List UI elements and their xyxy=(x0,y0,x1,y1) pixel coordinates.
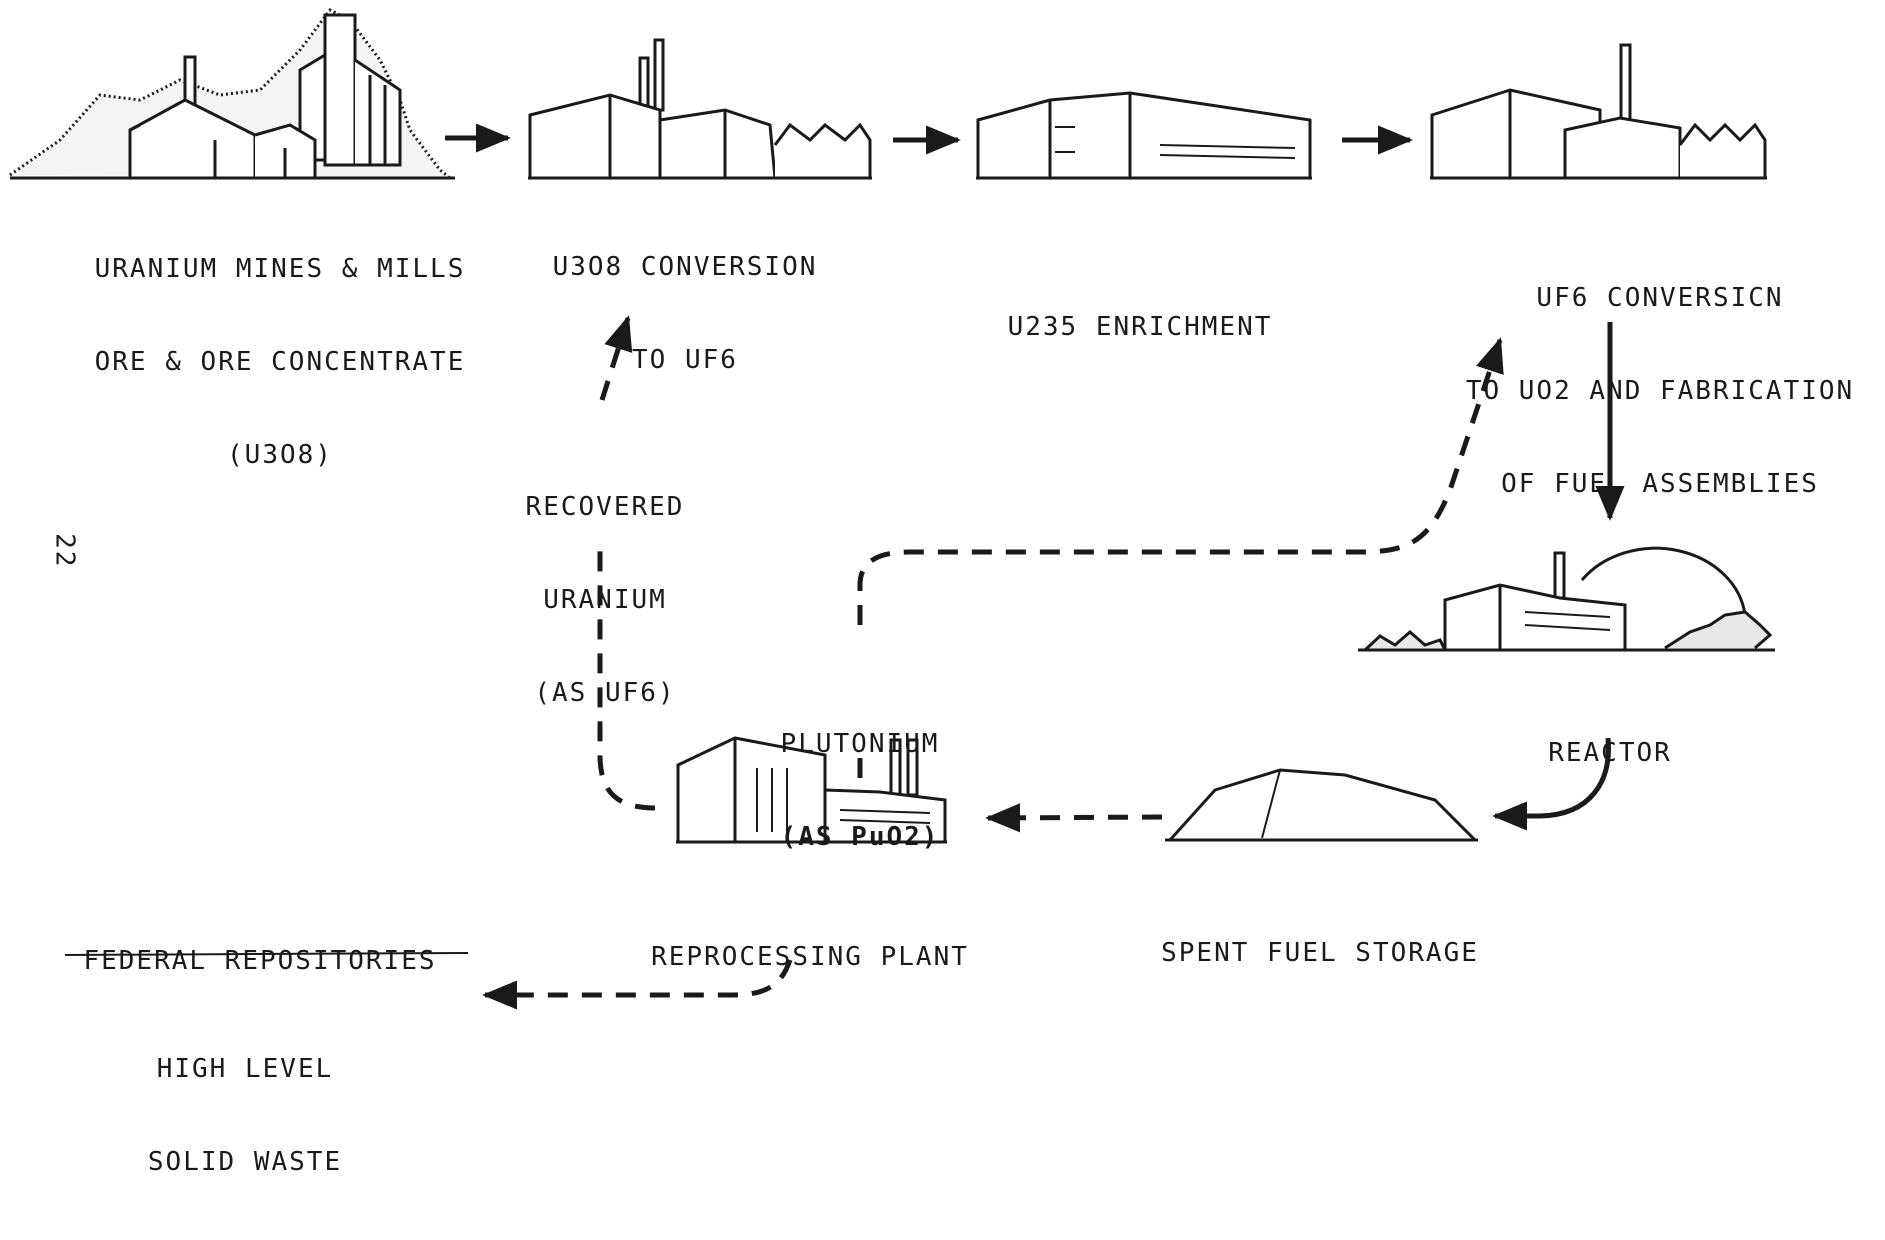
recovered-line-1: RECOVERED xyxy=(525,492,685,522)
label-high-level-waste: HIGH LEVEL SOLID WASTE xyxy=(110,992,380,1240)
fabrication-line-1: UF6 CONVERSICN xyxy=(1536,283,1784,313)
dashed-flow-arrows xyxy=(482,315,1504,1010)
spent-fuel-line-1: SPENT FUEL STORAGE xyxy=(1161,938,1479,968)
label-recovered-uranium: RECOVERED URANIUM (AS UF6) xyxy=(490,430,720,771)
solid-flow-arrows xyxy=(445,123,1625,831)
recovered-line-2: URANIUM xyxy=(543,585,667,615)
label-reactor: REACTOR xyxy=(1480,676,1740,831)
label-plutonium: PLUTONIUM (AS PuO2) xyxy=(745,667,975,915)
repositories-line-1: FEDERAL REPOSITORIES xyxy=(83,946,437,976)
label-federal-repositories: FEDERAL REPOSITORIES xyxy=(30,884,490,1039)
arrow-reactor-to-spent-fuel xyxy=(1492,737,1611,831)
arrow-reprocessing-to-waste xyxy=(482,959,793,1010)
reactor-illustration xyxy=(1358,546,1775,652)
enrichment-plant-illustration xyxy=(976,91,1312,180)
reprocessing-plant-illustration xyxy=(676,736,947,844)
enrichment-line-1: U235 ENRICHMENT xyxy=(1007,312,1273,342)
fabrication-line-2: TO UO2 AND FABRICATION xyxy=(1465,376,1855,406)
recovered-line-3: (AS UF6) xyxy=(534,678,676,708)
reprocessing-line-1: REPROCESSING PLANT xyxy=(651,942,969,972)
conversion-line-2: TO UF6 xyxy=(632,345,738,375)
spent-fuel-storage-illustration xyxy=(1165,768,1479,842)
fuel-cycle-diagram: URANIUM MINES & MILLS ORE & ORE CONCENTR… xyxy=(9,8,1880,1177)
plutonium-line-2: (AS PuO2) xyxy=(780,822,940,852)
label-uranium-mines: URANIUM MINES & MILLS ORE & ORE CONCENTR… xyxy=(40,192,520,533)
mines-line-1: URANIUM MINES & MILLS xyxy=(94,254,466,284)
diagram-artwork xyxy=(9,8,1775,1010)
page-number-text: 22 xyxy=(49,533,80,569)
mines-line-3: (U3O8) xyxy=(227,440,333,470)
fabrication-line-3: OF FUEL ASSEMBLIES xyxy=(1501,469,1819,499)
conversion-line-1: U3O8 CONVERSION xyxy=(552,252,818,282)
label-u235-enrichment: U235 ENRICHMENT xyxy=(960,250,1320,405)
fabrication-plant-illustration xyxy=(1430,43,1767,180)
waste-line-2: SOLID WASTE xyxy=(147,1147,343,1177)
arrow-spent-fuel-to-reprocessing xyxy=(985,803,1163,833)
arrow-reprocessing-to-recovered-uranium xyxy=(597,545,656,811)
label-u3o8-conversion: U3O8 CONVERSION TO UF6 xyxy=(520,190,850,438)
mine-illustration xyxy=(9,8,455,180)
label-reprocessing-plant: REPROCESSING PLANT xyxy=(600,880,1020,1035)
label-spent-fuel-storage: SPENT FUEL STORAGE xyxy=(1110,876,1530,1031)
waste-line-1: HIGH LEVEL xyxy=(156,1054,334,1084)
repository-rule xyxy=(64,952,469,956)
arrow-plutonium-to-fabrication xyxy=(857,337,1504,625)
arrow-recovered-uranium-to-conversion xyxy=(599,315,633,401)
reactor-line-1: REACTOR xyxy=(1548,738,1672,768)
mines-line-2: ORE & ORE CONCENTRATE xyxy=(94,347,466,377)
plutonium-line-1: PLUTONIUM xyxy=(780,729,940,759)
conversion-plant-illustration xyxy=(528,38,872,180)
label-uf6-fabrication: UF6 CONVERSICN TO UO2 AND FABRICATION OF… xyxy=(1440,221,1880,562)
page-number: 22 xyxy=(18,463,111,568)
